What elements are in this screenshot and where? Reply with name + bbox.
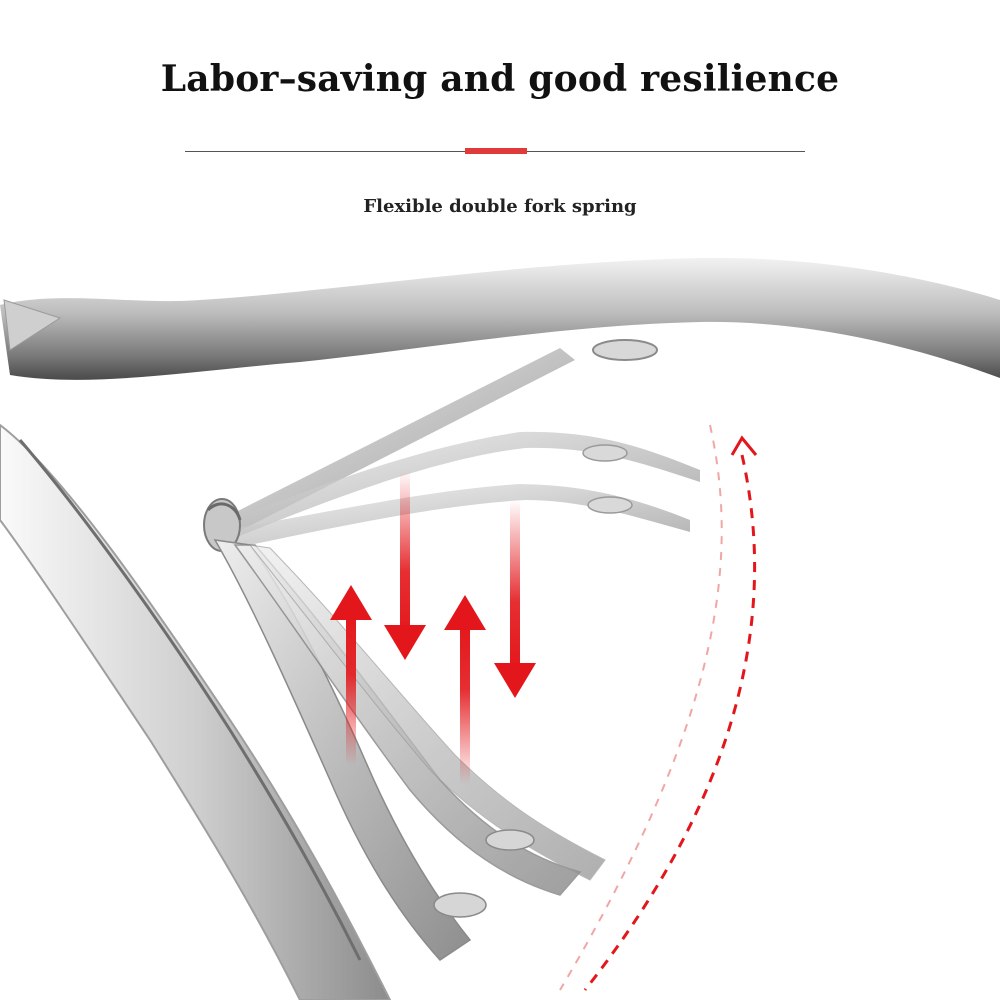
title-divider-accent xyxy=(465,148,527,154)
lower-spring-blades xyxy=(213,539,606,961)
arrow-down-icon xyxy=(384,470,536,698)
upper-spring-blades xyxy=(220,348,700,548)
subheading: Flexible double fork spring xyxy=(363,196,637,217)
arrow-up-icon xyxy=(330,585,486,785)
spring-illustration xyxy=(0,257,1000,1000)
top-handle xyxy=(0,257,1000,380)
headline: Labor–saving and good resilience xyxy=(160,58,840,100)
curved-dashed-arrow-icon xyxy=(559,424,758,991)
